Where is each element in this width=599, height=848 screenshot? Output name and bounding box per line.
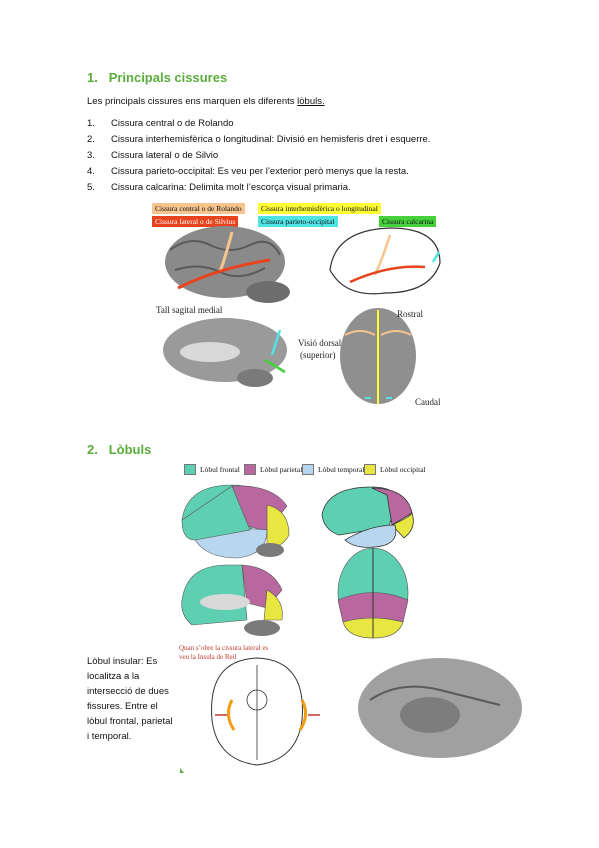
label-caudal: Caudal [415, 397, 441, 407]
legend-calcarine: Cissura calcarina [379, 216, 437, 227]
label-rostral: Rostral [397, 309, 423, 319]
coronal-section-drawing [211, 657, 320, 766]
list-item: 5.Cissura calcarina: Delimita molt l’esc… [87, 182, 351, 193]
dorsal-lobes-image [337, 547, 409, 639]
label-sagital: Tall sagital medial [156, 305, 223, 315]
brain-outline-drawing [329, 227, 441, 295]
legend-temporal: Lòbul temporal [302, 464, 364, 475]
list-item: 3.Cissura lateral o de Silvio [87, 150, 219, 161]
section-1-heading: 1. Principals cissures [87, 70, 228, 85]
outline-lobes-image [321, 486, 414, 548]
legend-occipital: Lòbul occipital [364, 464, 426, 475]
insula-note: Quan s’obre la cissura lateral es veu la… [179, 644, 269, 661]
insular-lobe-text: Lòbul insular: Es localitza a la interse… [87, 656, 173, 742]
legend-interhemispheric: Cissura interhemisfèrica o longitudinal [258, 203, 381, 214]
swatch-occipital [364, 464, 376, 475]
list-item: 2.Cissura interhemisfèrica o longitudina… [87, 134, 431, 145]
list-item: 1.Cissura central o de Rolando [87, 118, 234, 129]
legend-central: Cissura central o de Rolando [152, 203, 245, 214]
label-superior: (superior) [300, 350, 336, 360]
legend-parieto-occipital: Cissura parieto-occipital [258, 216, 338, 227]
medial-lobes-image [181, 564, 283, 636]
section-1-intro: Les principals cissures ens marquen els … [87, 96, 325, 107]
lobuls-link: lòbuls. [297, 96, 325, 107]
legend-parietal: Lòbul parietal [244, 464, 302, 475]
marker-icon [180, 768, 184, 773]
legend-frontal: Lòbul frontal [184, 464, 240, 475]
section-2-heading: 2. Lòbuls [87, 442, 152, 457]
insula-brain-image [358, 658, 522, 758]
label-dorsal: Visió dorsal [298, 338, 342, 348]
swatch-frontal [184, 464, 196, 475]
swatch-parietal [244, 464, 256, 475]
lateral-brain-image [165, 226, 290, 303]
list-item: 4.Cissura parieto-occipital: Es veu per … [87, 166, 409, 177]
sagittal-brain-image [163, 318, 287, 387]
fissure-list: 1.Cissura central o de Rolando 2.Cissura… [87, 116, 430, 196]
dorsal-brain-image [340, 308, 416, 404]
lateral-lobes-image [181, 484, 290, 559]
legend-lateral: Cissura lateral o de Silvius [152, 216, 239, 227]
swatch-temporal [302, 464, 314, 475]
